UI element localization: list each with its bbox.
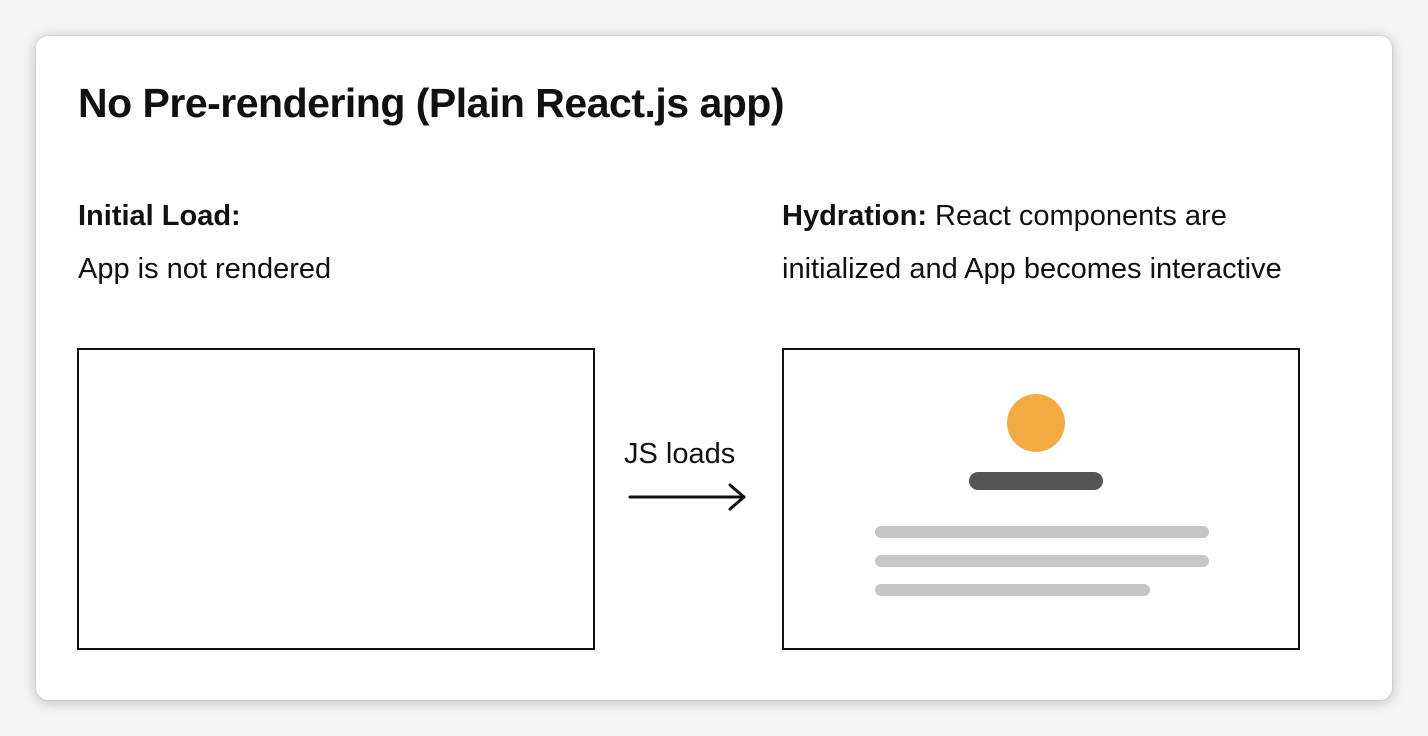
- text-placeholder-line: [875, 584, 1150, 596]
- avatar-placeholder: [1007, 394, 1065, 452]
- initial-load-caption: Initial Load: App is not rendered: [78, 190, 331, 296]
- hydration-description-line-2: initialized and App becomes interactive: [782, 253, 1282, 285]
- text-placeholder-line: [875, 555, 1209, 567]
- hydration-caption: Hydration: React components are initiali…: [782, 190, 1282, 296]
- hydration-heading: Hydration:: [782, 200, 927, 232]
- js-loads-label: JS loads: [624, 438, 736, 470]
- initial-load-description: App is not rendered: [78, 253, 332, 285]
- initial-load-heading: Initial Load:: [78, 200, 241, 232]
- hydration-description-line-1: React components are: [927, 200, 1227, 232]
- diagram-card: No Pre-rendering (Plain React.js app) In…: [36, 36, 1392, 700]
- arrow-right-icon: [628, 483, 746, 511]
- text-placeholder-line: [875, 526, 1209, 538]
- unrendered-app-frame: [77, 348, 595, 650]
- diagram-title: No Pre-rendering (Plain React.js app): [78, 80, 785, 126]
- hydrated-app-frame: [782, 348, 1300, 650]
- heading-placeholder-bar: [969, 472, 1103, 490]
